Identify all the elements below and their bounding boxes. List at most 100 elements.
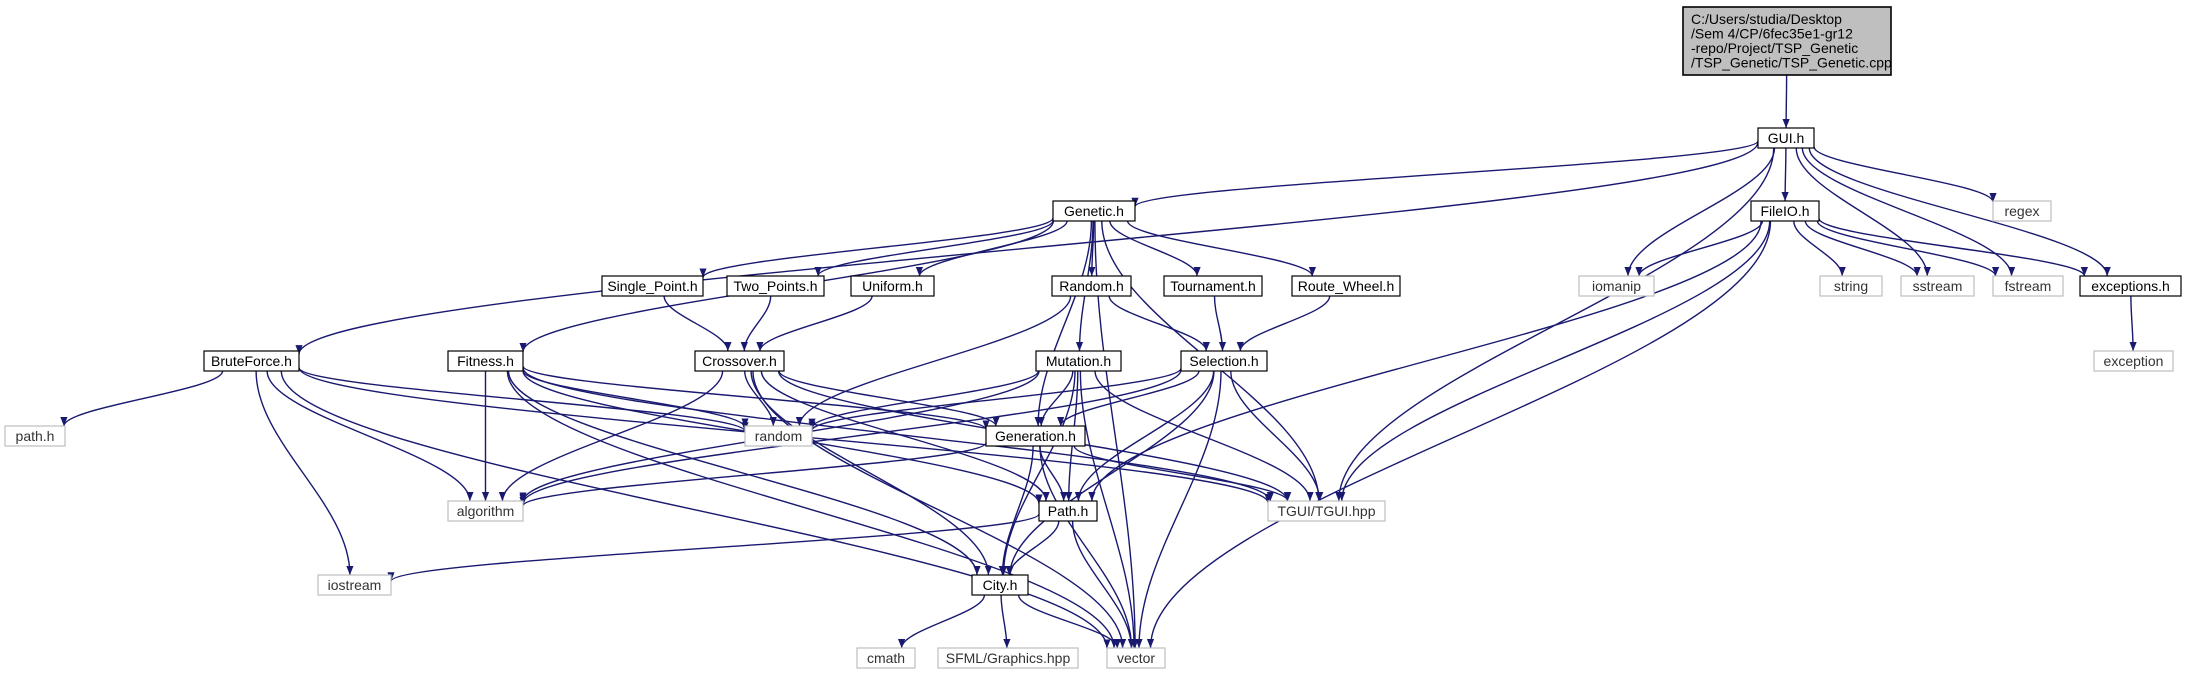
node-box [850,275,935,297]
node-label: Selection.h [1189,353,1258,369]
node-label: City.h [983,577,1018,593]
node-fitness[interactable]: Fitness.h [447,350,524,372]
node-exceptions[interactable]: exceptions.h [2079,275,2182,297]
node-box [1163,275,1263,297]
node-label: exceptions.h [2091,278,2170,294]
edge-fileio-to-iomanip [1635,220,1764,277]
edge-selection-to-generation [1057,370,1200,427]
node-box [1052,200,1136,222]
node-box [856,647,916,669]
node-random-h[interactable]: Random.h [1051,275,1132,297]
node-tgui: TGUI/TGUI.hpp [1267,500,1386,522]
node-box [447,500,524,522]
node-label: regex [2004,203,2039,219]
node-gui[interactable]: GUI.h [1757,127,1815,149]
node-label: vector [1117,650,1155,666]
edge-bruteforce-to-random_std [298,367,749,432]
edge-tournament-to-selection [1213,295,1227,352]
edge-fileio-to-string [1793,220,1846,277]
node-fileio[interactable]: FileIO.h [1750,200,1820,222]
edge-gui-to-bruteforce [295,142,1759,355]
node-cmath: cmath [856,647,916,669]
node-label: SFML/Graphics.hpp [946,650,1071,666]
node-label: Route_Wheel.h [1298,278,1395,294]
node-box [1900,275,1975,297]
edge-genetic-to-single_point [699,217,1054,279]
node-label: Fitness.h [457,353,514,369]
node-route-wheel[interactable]: Route_Wheel.h [1291,275,1401,297]
node-box [1106,647,1166,669]
node-selection[interactable]: Selection.h [1180,350,1268,372]
node-generation[interactable]: Generation.h [985,425,1086,447]
edge-gui-to-genetic [1131,140,1759,208]
node-box [1757,127,1815,149]
node-mutation[interactable]: Mutation.h [1035,350,1122,372]
edge-bruteforce-to-algorithm [266,370,474,502]
node-box [1267,500,1386,522]
edge-genetic-to-route_wheel [1126,220,1316,277]
node-bruteforce[interactable]: BruteForce.h [203,350,300,372]
node-city[interactable]: City.h [971,574,1029,596]
node-root[interactable]: C:/Users/studia/Desktop/Sem 4/CP/6fec35e… [1682,6,1892,76]
node-box [1180,350,1268,372]
edge-city-to-cmath [898,594,986,649]
edge-selection-to-random_std [808,367,1182,432]
node-label: Path.h [1048,503,1088,519]
edge-gui-to-regex [1813,146,1997,203]
edge-selection-to-vector [1135,370,1222,649]
node-label: sstream [1913,278,1963,294]
node-vector: vector [1106,647,1166,669]
node-label: string [1834,278,1868,294]
node-path-lower: path.h [4,425,66,447]
node-label: Genetic.h [1064,203,1124,219]
edge-crossover-to-algorithm [498,370,724,502]
node-label: Uniform.h [862,278,923,294]
node-fstream: fstream [1992,275,2064,297]
edge-path-to-vector [1071,520,1135,649]
node-box [447,350,524,372]
edges-layer [60,74,2137,649]
node-label: FileIO.h [1760,203,1809,219]
node-box [203,350,300,372]
edge-path-to-iostream [387,513,1040,582]
edge-genetic-to-random_h [1088,220,1096,277]
node-label: Random.h [1059,278,1124,294]
node-box [744,425,813,447]
node-box [601,275,704,297]
node-label: Single_Point.h [607,278,697,294]
edge-selection-to-path [1074,370,1215,502]
node-label: Two_Points.h [733,278,817,294]
edge-crossover-to-path [760,370,1050,502]
node-crossover[interactable]: Crossover.h [694,350,785,372]
node-tournament[interactable]: Tournament.h [1163,275,1263,297]
node-box [1750,200,1820,222]
edge-genetic-to-two_points [814,220,1054,277]
edge-fitness-to-random_std [522,370,749,428]
node-label: TGUI/TGUI.hpp [1277,503,1375,519]
edge-path-to-city [1005,520,1060,576]
node-sstream: sstream [1900,275,1975,297]
edge-gui-to-fstream [1801,147,2016,277]
node-label: random [755,428,802,444]
node-string: string [1819,275,1883,297]
edge-fitness-to-city [507,370,981,576]
edge-mutation-to-random_std [808,370,1040,428]
node-box [1051,275,1132,297]
edge-single_point-to-crossover [663,295,732,352]
node-box [694,350,785,372]
edge-mutation-to-tgui [1094,370,1314,502]
node-uniform[interactable]: Uniform.h [850,275,935,297]
edge-generation-to-city [998,445,1034,576]
node-iomanip: iomanip [1578,275,1655,297]
edge-fileio-to-tgui [1338,220,1771,502]
node-single-point[interactable]: Single_Point.h [601,275,704,297]
edge-city-to-vector [1017,594,1121,649]
edge-bruteforce-to-vector [280,370,1111,649]
node-random-std: random [744,425,813,447]
node-label: Tournament.h [1170,278,1256,294]
edge-selection-to-algorithm [519,369,1182,504]
node-two-points[interactable]: Two_Points.h [726,275,825,297]
node-path[interactable]: Path.h [1038,500,1098,522]
node-genetic[interactable]: Genetic.h [1052,200,1136,222]
edge-fitness-to-vector [506,370,1118,649]
